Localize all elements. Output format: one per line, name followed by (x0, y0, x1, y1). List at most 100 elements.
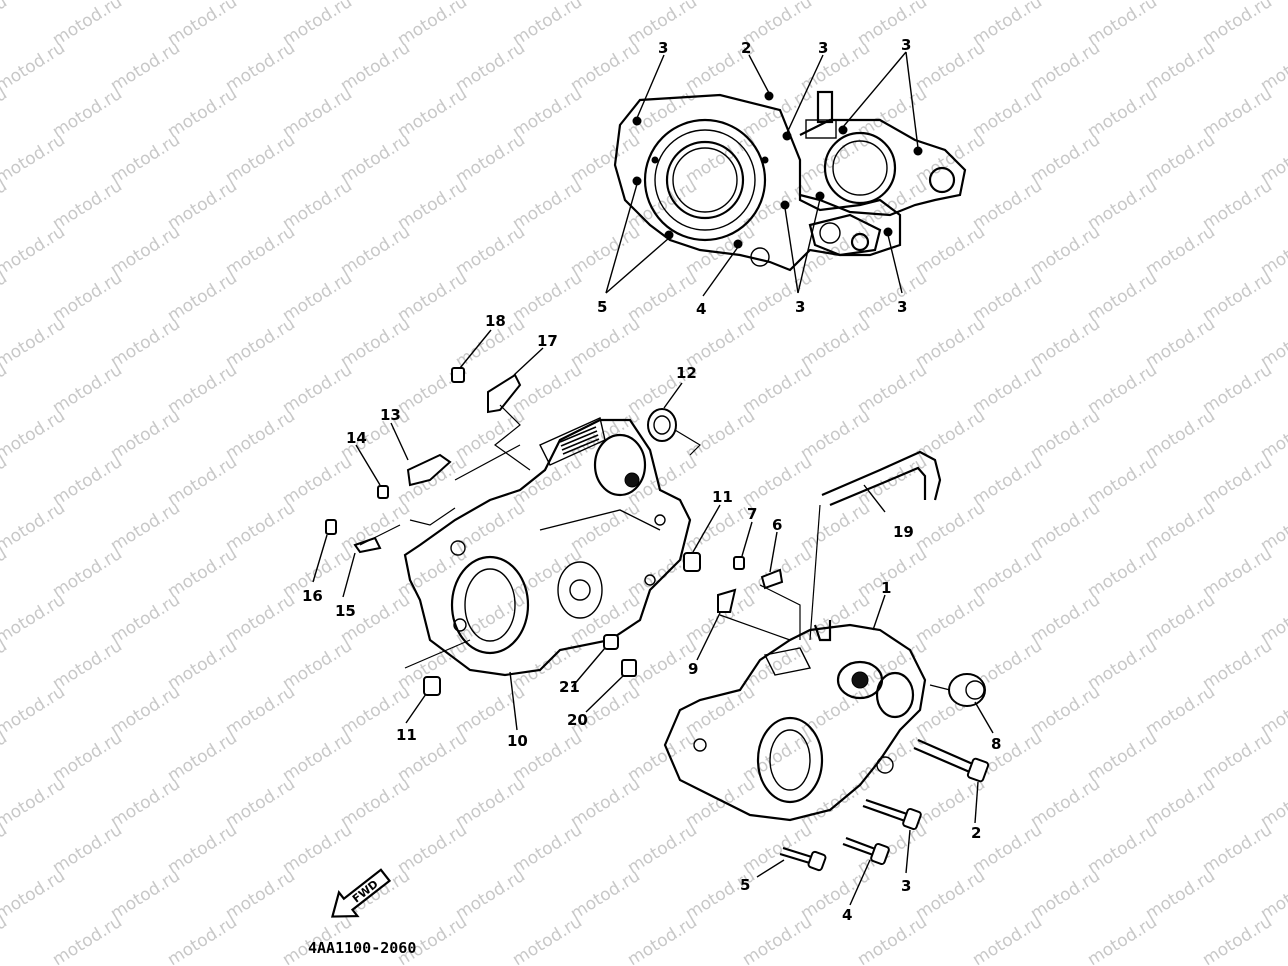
callout-label: 10 (507, 732, 528, 750)
callout-label: 3 (818, 39, 828, 57)
watermark-text: motod.ru (0, 774, 69, 832)
watermark-text: motod.ru (222, 130, 299, 188)
watermark-text: motod.ru (222, 590, 299, 648)
watermark-text: motod.ru (0, 866, 69, 924)
watermark-text: motod.ru (394, 544, 471, 602)
watermark-text: motod.ru (797, 406, 874, 464)
watermark-text: motod.ru (0, 452, 11, 510)
watermark-text: motod.ru (912, 866, 989, 924)
watermark-text: motod.ru (0, 0, 11, 50)
crankcase-left (403, 417, 692, 677)
watermark-text: motod.ru (222, 682, 299, 740)
watermark-text: motod.ru (394, 820, 471, 878)
watermark-text: motod.ru (49, 544, 126, 602)
watermark-text: motod.ru (107, 866, 184, 924)
watermark-text: motod.ru (1142, 314, 1219, 372)
watermark-text: motod.ru (624, 268, 701, 326)
watermark-text: motod.ru (49, 84, 126, 142)
watermark-text: motod.ru (452, 222, 529, 280)
watermark-text: motod.ru (164, 544, 241, 602)
watermark-text: motod.ru (854, 360, 931, 418)
watermark-text: motod.ru (682, 774, 759, 832)
watermark-text: motod.ru (337, 774, 414, 832)
watermark-text: motod.ru (1199, 452, 1276, 510)
watermark-text: motod.ru (279, 820, 356, 878)
callout-label: 12 (676, 364, 697, 382)
watermark-text: motod.ru (164, 360, 241, 418)
callout-label: 18 (485, 312, 506, 330)
watermark-text: motod.ru (912, 590, 989, 648)
watermark-text: motod.ru (394, 176, 471, 234)
watermark-text: motod.ru (624, 728, 701, 786)
watermark-text: motod.ru (682, 406, 759, 464)
callout-label: 19 (893, 523, 914, 541)
watermark-text: motod.ru (164, 176, 241, 234)
top-leader-lines (605, 51, 919, 297)
watermark-text: motod.ru (107, 314, 184, 372)
callout-label: 11 (712, 488, 733, 506)
watermark-text: motod.ru (1199, 912, 1276, 966)
watermark-text: motod.ru (1084, 176, 1161, 234)
watermark-text: motod.ru (222, 774, 299, 832)
watermark-text: motod.ru (1142, 590, 1219, 648)
watermark-text: motod.ru (0, 728, 11, 786)
callout-label: 5 (597, 298, 607, 316)
watermark-text: motod.ru (107, 38, 184, 96)
alignment-lines (359, 404, 951, 691)
watermark-text: motod.ru (854, 544, 931, 602)
watermark-text: motod.ru (969, 912, 1046, 966)
watermark-text: motod.ru (739, 360, 816, 418)
watermark-text: motod.ru (279, 360, 356, 418)
callout-label: 1 (881, 579, 891, 597)
watermark-text: motod.ru (912, 130, 989, 188)
watermark-text: motod.ru (452, 130, 529, 188)
watermark-text: motod.ru (567, 498, 644, 556)
watermark-text: motod.ru (912, 314, 989, 372)
callout-label: 9 (688, 660, 698, 678)
watermark-text: motod.ru (1142, 866, 1219, 924)
watermark-text: motod.ru (1199, 544, 1276, 602)
watermark-text: motod.ru (739, 452, 816, 510)
watermark-text: motod.ru (0, 820, 11, 878)
watermark-text: motod.ru (222, 406, 299, 464)
watermark-text: motod.ru (279, 636, 356, 694)
callout-label: 5 (740, 876, 750, 894)
watermark-text: motod.ru (49, 268, 126, 326)
watermark-text: motod.ru (337, 222, 414, 280)
watermark-text: motod.ru (222, 866, 299, 924)
watermark-text: motod.ru (912, 38, 989, 96)
watermark-text: motod.ru (452, 498, 529, 556)
watermark-text: motod.ru (164, 268, 241, 326)
watermark-text: motod.ru (969, 84, 1046, 142)
watermark-text: motod.ru (0, 176, 11, 234)
watermark-text: motod.ru (1027, 590, 1104, 648)
watermark-text: motod.ru (912, 222, 989, 280)
watermark-text: motod.ru (452, 406, 529, 464)
watermark-text: motod.ru (1142, 406, 1219, 464)
callout-label: 14 (346, 429, 367, 447)
callout-label: 16 (302, 587, 323, 605)
watermark-text: motod.ru (969, 544, 1046, 602)
watermark-text: motod.ru (164, 728, 241, 786)
callout-label: 3 (901, 36, 911, 54)
watermark-text: motod.ru (0, 222, 69, 280)
watermark-text: motod.ru (49, 728, 126, 786)
watermark-text: motod.ru (0, 544, 11, 602)
watermark-text: motod.ru (567, 222, 644, 280)
watermark-text: motod.ru (107, 406, 184, 464)
watermark-text: motod.ru (107, 590, 184, 648)
callout-label: 21 (559, 678, 580, 696)
watermark-text: motod.ru (797, 866, 874, 924)
watermark-text: motod.ru (49, 636, 126, 694)
watermark-text: motod.ru (0, 0, 69, 4)
watermark-text: motod.ru (0, 498, 69, 556)
watermark-text: motod.ru (49, 452, 126, 510)
watermark-text: motod.ru (624, 820, 701, 878)
callout-label: 7 (747, 505, 757, 523)
callout-label: 15 (335, 602, 356, 620)
callout-label: 2 (971, 824, 981, 842)
watermark-text: motod.ru (624, 912, 701, 966)
watermark-text: motod.ru (854, 268, 931, 326)
watermark-text: motod.ru (1027, 498, 1104, 556)
